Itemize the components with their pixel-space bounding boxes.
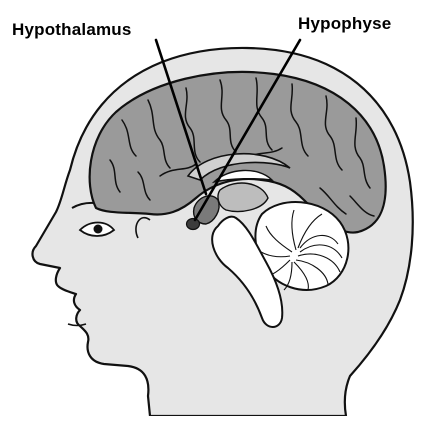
hypothalamus-label: Hypothalamus	[12, 20, 132, 40]
hypophyse-gland	[187, 219, 200, 230]
eye-pupil	[94, 225, 103, 234]
hypophyse-label: Hypophyse	[298, 14, 391, 34]
